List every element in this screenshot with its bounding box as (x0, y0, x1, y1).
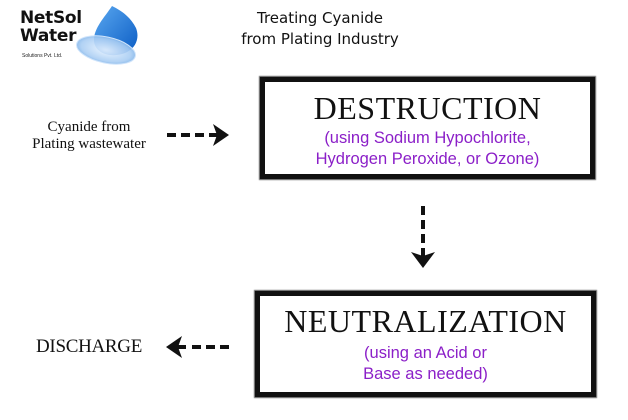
discharge-label: DISCHARGE (36, 336, 143, 357)
arrow-left-icon (166, 336, 229, 358)
arrow-right-icon (167, 124, 229, 146)
logo-text: NetSol Water (20, 8, 82, 46)
step-description: (using Sodium Hypochlorite, Hydrogen Per… (315, 129, 540, 168)
water-drop-icon (76, 6, 138, 65)
step-description: (using an Acid or Base as needed) (363, 344, 488, 383)
step-title: DESTRUCTION (313, 90, 542, 126)
company-logo: NetSol Water Solutions Pvt. Ltd. (0, 0, 160, 75)
diagram-title: Treating Cyanide from Plating Industry (241, 9, 399, 48)
destruction-step-box: DESTRUCTION (using Sodium Hypochlorite, … (260, 77, 595, 179)
logo-tagline: Solutions Pvt. Ltd. (22, 53, 63, 59)
arrow-down-icon (411, 206, 435, 268)
neutralization-step-box: NEUTRALIZATION (using an Acid or Base as… (255, 291, 596, 397)
input-label: Cyanide from Plating wastewater (32, 119, 146, 152)
step-title: NEUTRALIZATION (284, 303, 567, 339)
